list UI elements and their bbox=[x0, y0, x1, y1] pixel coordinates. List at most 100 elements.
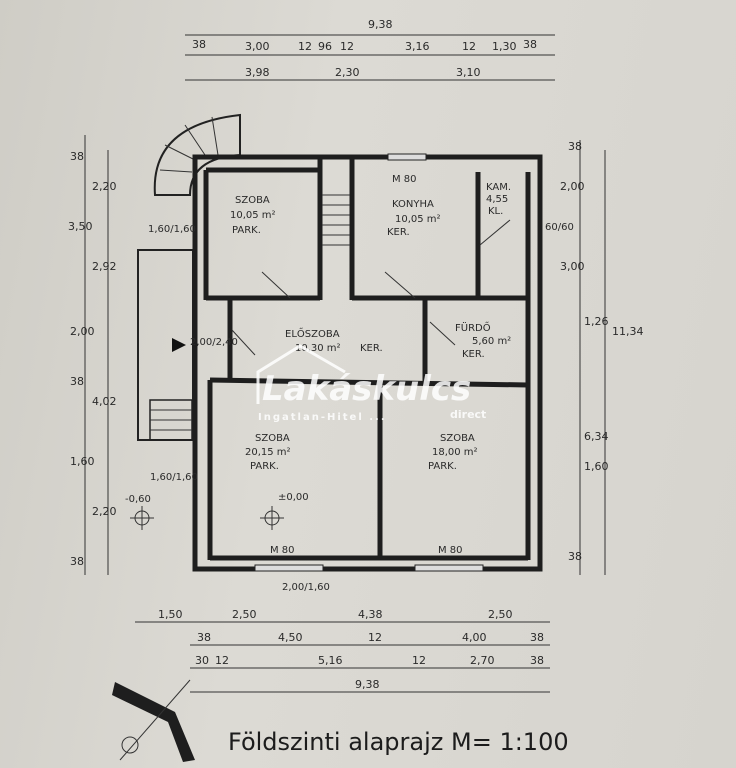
room-area: 10,05 m² bbox=[395, 214, 441, 225]
room-area: 18,00 m² bbox=[432, 447, 478, 458]
dim: 12 bbox=[298, 40, 312, 53]
dim: 2,20 bbox=[92, 180, 117, 193]
watermark-logo: Lakáskulcs direct Ingatlan-Hitel ... bbox=[256, 344, 486, 423]
room-kamra: KAM. 4,55 KL. bbox=[486, 182, 511, 217]
dim: 38 bbox=[70, 555, 84, 568]
doors bbox=[231, 219, 511, 356]
room-floor: KL. bbox=[488, 206, 503, 217]
room-area: 5,60 m² bbox=[472, 336, 511, 347]
dim: 3,98 bbox=[245, 66, 270, 79]
internal-stair bbox=[322, 194, 350, 246]
dim: 3,10 bbox=[456, 66, 481, 79]
dim-top-total: 9,38 bbox=[368, 18, 393, 31]
dim: 96 bbox=[318, 40, 332, 53]
watermark-brand: Lakáskulcs bbox=[262, 369, 471, 409]
dim: 4,50 bbox=[278, 631, 303, 644]
porch bbox=[137, 249, 194, 441]
room-floor: PARK. bbox=[250, 461, 279, 472]
room-name: FÜRDŐ bbox=[455, 320, 491, 334]
room-floor: KER. bbox=[387, 227, 410, 238]
north-arrow-icon bbox=[112, 679, 195, 762]
dim: 1,50 bbox=[158, 608, 183, 621]
room-name: KAM. bbox=[486, 182, 511, 193]
dim: 12 bbox=[412, 654, 426, 667]
dim: 4,38 bbox=[358, 608, 383, 621]
dim: 12 bbox=[368, 631, 382, 644]
dim: 1,30 bbox=[492, 40, 517, 53]
bottom-dimensions: 1,50 2,50 4,38 2,50 38 4,50 12 4,00 38 3… bbox=[135, 608, 550, 693]
dim: 38 bbox=[523, 38, 537, 51]
dim: 3,16 bbox=[405, 40, 430, 53]
room-furdo: FÜRDŐ 5,60 m² KER. bbox=[455, 320, 511, 360]
room-area: 10,30 m² bbox=[295, 343, 341, 354]
dim: 38 bbox=[70, 375, 84, 388]
dim: 2,50 bbox=[488, 608, 513, 621]
opening-labels: 1,60/1,60 2,00/2,40 1,60/1,60 2,00/1,60 … bbox=[148, 222, 574, 593]
room-area: 20,15 m² bbox=[245, 447, 291, 458]
dim: 1,60 bbox=[584, 460, 609, 473]
dim: 1,26 bbox=[584, 315, 609, 328]
dim: 2,70 bbox=[470, 654, 495, 667]
dim: 6,34 bbox=[584, 430, 609, 443]
dim: 1,60 bbox=[70, 455, 95, 468]
watermark-sub: direct bbox=[450, 408, 486, 421]
dim: 38 bbox=[568, 550, 582, 563]
right-dimensions: 38 2,00 3,00 1,26 11,34 6,34 1,60 38 bbox=[560, 140, 644, 575]
dim: 2,30 bbox=[335, 66, 360, 79]
level-label: -0,60 bbox=[125, 494, 151, 505]
room-area: 10,05 m² bbox=[230, 210, 276, 221]
dim: 12 bbox=[340, 40, 354, 53]
dim: 5,16 bbox=[318, 654, 343, 667]
dim: 12 bbox=[215, 654, 229, 667]
room-szoba-3: SZOBA 18,00 m² PARK. bbox=[428, 433, 478, 472]
dim: 12 bbox=[462, 40, 476, 53]
windows: M 80 M 80 M 80 bbox=[254, 153, 484, 572]
dim: 38 bbox=[70, 150, 84, 163]
dim: 38 bbox=[192, 38, 206, 51]
plan-title: Földszinti alaprajz M= 1:100 bbox=[228, 728, 569, 756]
opening-label: 1,60/1,60 bbox=[148, 224, 196, 235]
dim: 2,50 bbox=[232, 608, 257, 621]
room-szoba-2: SZOBA 20,15 m² PARK. bbox=[245, 433, 291, 472]
room-floor: PARK. bbox=[232, 225, 261, 236]
level-label: ±0,00 bbox=[278, 492, 309, 503]
watermark-tagline: Ingatlan-Hitel ... bbox=[258, 412, 387, 423]
window-label: M 80 bbox=[392, 174, 417, 185]
top-dimensions: 9,38 38 3,00 12 96 12 3,16 12 1,30 38 3,… bbox=[185, 18, 555, 81]
dim: 38 bbox=[197, 631, 211, 644]
room-konyha: KONYHA 10,05 m² KER. bbox=[387, 199, 441, 238]
entrance-arrow-icon bbox=[172, 338, 186, 352]
room-labels: SZOBA 10,05 m² PARK. KONYHA 10,05 m² KER… bbox=[230, 182, 511, 472]
dim: 4,00 bbox=[462, 631, 487, 644]
dim: 11,34 bbox=[612, 325, 644, 338]
room-name: SZOBA bbox=[255, 433, 290, 444]
dim: 4,02 bbox=[92, 395, 117, 408]
room-floor: KER. bbox=[360, 343, 383, 354]
room-szoba-1: SZOBA 10,05 m² PARK. bbox=[230, 195, 276, 236]
opening-label: 60/60 bbox=[545, 222, 574, 233]
room-area: 4,55 bbox=[486, 194, 508, 205]
walls bbox=[192, 154, 543, 572]
dim: 2,00 bbox=[70, 325, 95, 338]
opening-label: 1,60/1,60 bbox=[150, 472, 198, 483]
room-eloszoba: ELŐSZOBA 10,30 m² KER. bbox=[285, 326, 383, 354]
dim: 3,50 bbox=[68, 220, 93, 233]
dim: 2,92 bbox=[92, 260, 117, 273]
opening-label: 2,00/2,40 bbox=[190, 337, 238, 348]
room-floor: PARK. bbox=[428, 461, 457, 472]
dim: 3,00 bbox=[560, 260, 585, 273]
room-floor: KER. bbox=[462, 349, 485, 360]
dim: 38 bbox=[530, 631, 544, 644]
room-name: SZOBA bbox=[440, 433, 475, 444]
dim: 3,00 bbox=[245, 40, 270, 53]
dim: 30 bbox=[195, 654, 209, 667]
dim-bottom-total: 9,38 bbox=[355, 678, 380, 691]
left-dimensions: 38 2,20 3,50 2,92 2,00 38 4,02 1,60 2,20… bbox=[68, 135, 117, 575]
room-name: KONYHA bbox=[392, 199, 434, 210]
dim: 2,20 bbox=[92, 505, 117, 518]
room-name: SZOBA bbox=[235, 195, 270, 206]
dim: 38 bbox=[568, 140, 582, 153]
opening-label: 2,00/1,60 bbox=[282, 582, 330, 593]
room-name: ELŐSZOBA bbox=[285, 326, 340, 340]
